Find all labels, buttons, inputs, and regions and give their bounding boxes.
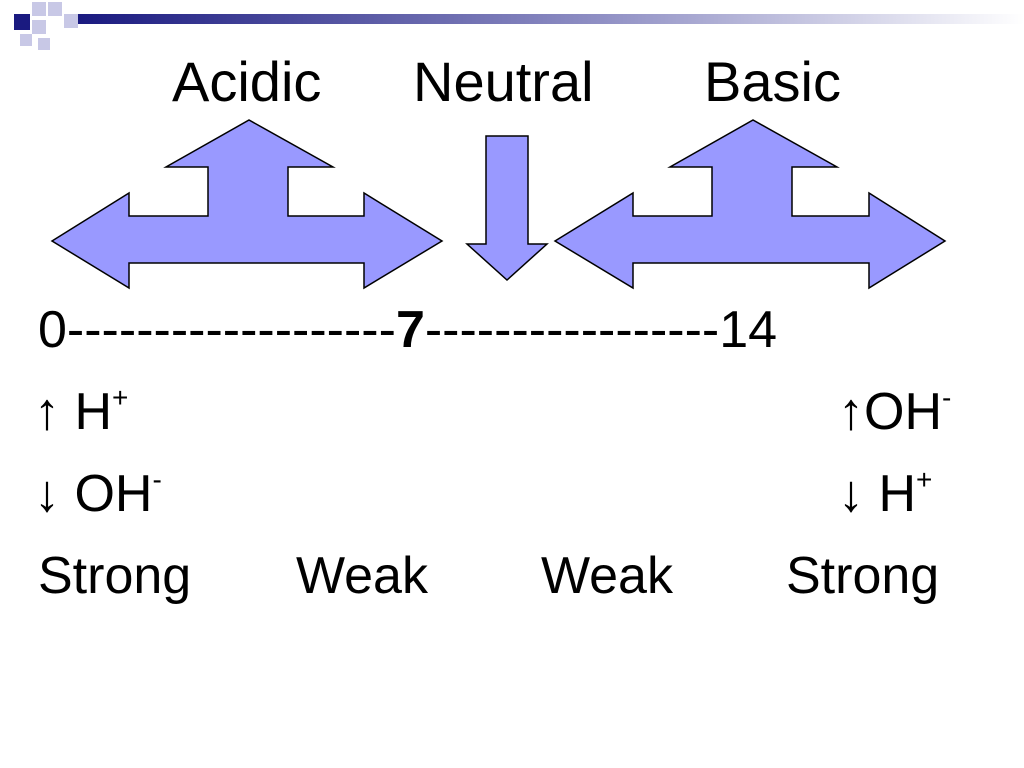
scale-min: 0 (38, 301, 67, 359)
minus-charge: - (152, 464, 162, 495)
neutral-down-arrow (465, 135, 549, 282)
deco-square (38, 38, 50, 50)
deco-square (14, 14, 30, 30)
ph-scale: 0-------------------7-----------------14 (38, 304, 777, 356)
scale-dashes-left: ------------------- (66, 301, 396, 359)
acid-oh-decrease: ↓ OH- (34, 465, 162, 523)
hydroxide-ion: OH (74, 465, 153, 523)
acid-h-increase: ↑ H+ (34, 383, 128, 441)
scale-dashes-right: ----------------- (424, 301, 720, 359)
minus-charge: - (942, 382, 952, 413)
scale-max: 14 (719, 301, 778, 359)
plus-charge: + (916, 464, 933, 495)
strength-weak-base: Weak (541, 547, 673, 605)
scale-mid: 7 (395, 301, 425, 359)
deco-square (32, 2, 46, 16)
deco-gradient-bar (78, 14, 1024, 24)
heading-basic: Basic (704, 50, 841, 113)
heading-acidic: Acidic (172, 50, 322, 113)
deco-square (64, 14, 78, 28)
deco-square (20, 34, 32, 46)
plus-charge: + (112, 382, 129, 413)
up-arrow-symbol: ↑ (34, 383, 60, 441)
up-arrow-symbol: ↑ (838, 383, 864, 441)
basic-three-way-arrow (553, 119, 947, 290)
down-arrow-symbol: ↓ (838, 465, 864, 523)
deco-square (48, 2, 62, 16)
strength-weak-acid: Weak (296, 547, 428, 605)
base-h-decrease: ↓ H+ (838, 465, 932, 523)
hydrogen-ion: H (878, 465, 917, 523)
base-oh-increase: ↑OH- (838, 383, 951, 441)
down-arrow-symbol: ↓ (34, 465, 60, 523)
hydrogen-ion: H (74, 383, 113, 441)
strength-strong-base: Strong (786, 547, 940, 605)
heading-neutral: Neutral (413, 50, 594, 113)
deco-square (32, 20, 46, 34)
hydroxide-ion: OH (864, 383, 942, 441)
acidic-three-way-arrow (50, 119, 444, 290)
title-decoration (14, 2, 1024, 50)
strength-strong-acid: Strong (38, 547, 192, 605)
